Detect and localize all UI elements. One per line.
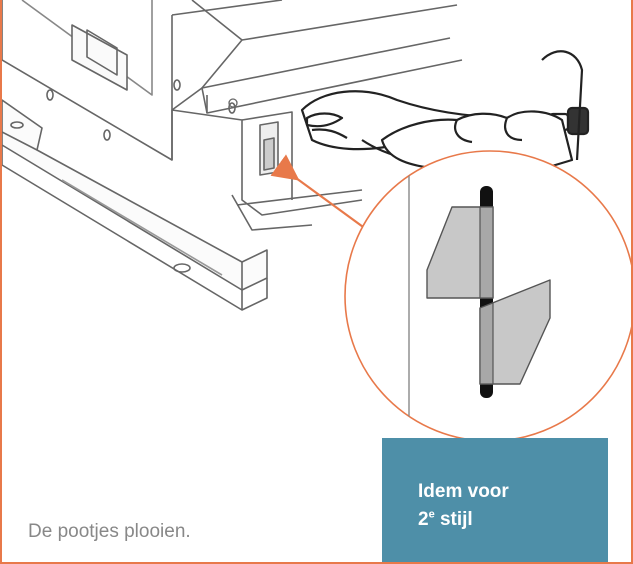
- note-rest: stijl: [434, 509, 473, 530]
- note-number: 2: [418, 509, 429, 530]
- note-line-2: 2e stijl: [418, 506, 509, 534]
- screw-icon: [228, 98, 238, 108]
- note-superscript: e: [428, 508, 435, 521]
- frame-drawing: [2, 0, 463, 311]
- note-line-1: Idem voor: [418, 481, 509, 502]
- arrow-icon: [270, 154, 371, 233]
- magnifier-circle-icon: [344, 150, 631, 442]
- note-box: Idem voor 2e stijl: [382, 438, 608, 562]
- caption-text: De pootjes plooien.: [28, 521, 191, 542]
- note-text: Idem voor 2e stijl: [418, 478, 509, 534]
